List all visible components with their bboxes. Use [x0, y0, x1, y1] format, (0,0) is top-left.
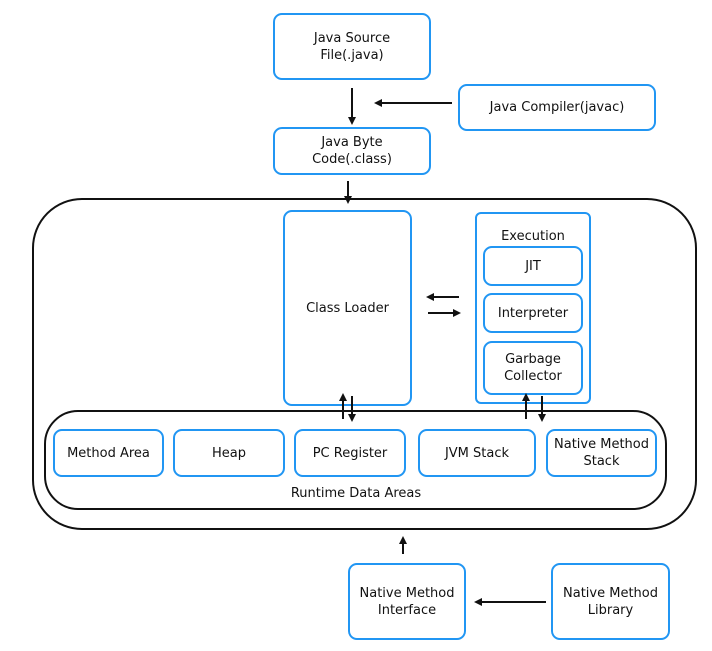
- method-area-node: Method Area: [53, 429, 164, 477]
- garbage-collector-label: Garbage Collector: [504, 352, 562, 384]
- jvm-stack-label: JVM Stack: [444, 445, 510, 461]
- jit-node: JIT: [483, 246, 583, 286]
- native-method-stack-node: Native Method Stack: [546, 429, 657, 477]
- byte-code-node: Java Byte Code(.class): [273, 127, 431, 175]
- execution-label: Execution: [501, 229, 565, 244]
- native-method-library-label: Native Method Library: [563, 585, 658, 618]
- pc-register-label: PC Register: [312, 445, 388, 461]
- interpreter-node: Interpreter: [483, 293, 583, 333]
- method-area-label: Method Area: [67, 445, 150, 461]
- heap-node: Heap: [173, 429, 285, 477]
- java-source-node: Java Source File(.java): [273, 13, 431, 80]
- java-source-label: Java Source File(.java): [313, 30, 391, 63]
- byte-code-label: Java Byte Code(.class): [312, 135, 392, 167]
- native-method-stack-label: Native Method Stack: [554, 437, 649, 469]
- class-loader-node: Class Loader: [283, 210, 412, 406]
- jit-label: JIT: [525, 258, 541, 274]
- heap-label: Heap: [212, 445, 246, 461]
- jvm-container: [32, 198, 697, 530]
- native-method-interface-node: Native Method Interface: [348, 563, 466, 640]
- java-compiler-node: Java Compiler(javac): [458, 84, 656, 131]
- pc-register-node: PC Register: [294, 429, 406, 477]
- interpreter-label: Interpreter: [497, 305, 569, 321]
- native-method-library-node: Native Method Library: [551, 563, 670, 640]
- java-compiler-label: Java Compiler(javac): [489, 100, 625, 115]
- runtime-data-areas-label: Runtime Data Areas: [290, 486, 422, 501]
- jvm-stack-node: JVM Stack: [418, 429, 536, 477]
- runtime-data-areas-container: [44, 410, 667, 510]
- class-loader-label: Class Loader: [306, 300, 389, 316]
- native-method-interface-label: Native Method Interface: [359, 585, 455, 618]
- garbage-collector-node: Garbage Collector: [483, 341, 583, 395]
